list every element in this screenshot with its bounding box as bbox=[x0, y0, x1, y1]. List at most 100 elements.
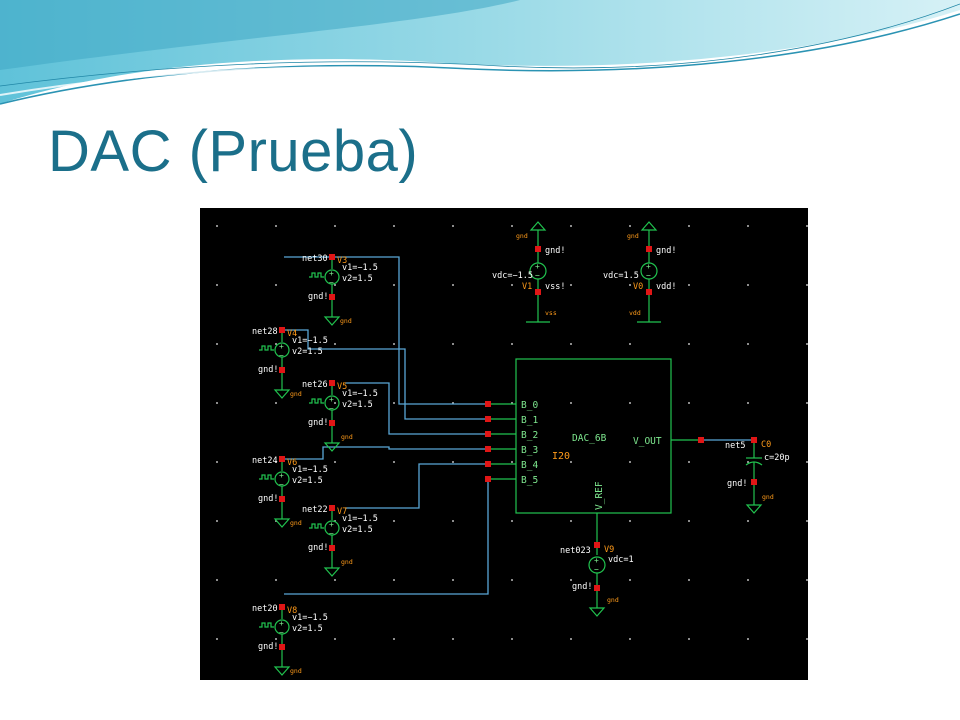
cap-gnd-label: gnd bbox=[762, 493, 774, 501]
pin bbox=[329, 254, 335, 260]
grid-dot bbox=[747, 461, 749, 463]
dac-input-label: B_2 bbox=[521, 430, 538, 441]
dac-input-label: B_3 bbox=[521, 445, 538, 456]
pulse-wave-icon bbox=[259, 622, 274, 628]
source-gnd-label: gnd bbox=[340, 317, 352, 325]
supply-top-label: gnd bbox=[627, 232, 639, 240]
source-instance-label: V7 bbox=[337, 507, 347, 517]
pin bbox=[279, 604, 285, 610]
pin bbox=[279, 327, 285, 333]
grid-dot bbox=[570, 461, 572, 463]
dac-output-pin-label: V_OUT bbox=[633, 436, 662, 447]
dac-name: DAC_6B bbox=[572, 433, 607, 444]
source-gnd-label: gnd bbox=[290, 667, 302, 675]
source-instance-label: V4 bbox=[287, 329, 297, 339]
source-v1-label: v1=−1.5 bbox=[292, 613, 328, 623]
grid-dot bbox=[334, 638, 336, 640]
dac-input-label: B_0 bbox=[521, 400, 538, 411]
grid-dot bbox=[275, 402, 277, 404]
source-v1-label: v1=−1.5 bbox=[292, 336, 328, 346]
grid-dot bbox=[393, 225, 395, 227]
grid-dot bbox=[216, 461, 218, 463]
grid-dot bbox=[688, 461, 690, 463]
reference-source-v9: net023 V9 vdc=1 + − gnd! gnd bbox=[560, 545, 634, 617]
grid-dot bbox=[747, 638, 749, 640]
cap-value-label: c=20p bbox=[764, 453, 790, 463]
cap-instance-label: C0 bbox=[761, 440, 771, 450]
grid-dot bbox=[393, 579, 395, 581]
grid-dot bbox=[570, 402, 572, 404]
supply-net-label: vdd! bbox=[656, 282, 676, 292]
source-instance-label: V3 bbox=[337, 256, 347, 266]
grid-dot bbox=[216, 402, 218, 404]
supply-instance-label: V1 bbox=[522, 282, 532, 292]
grid-dot bbox=[216, 520, 218, 522]
ref-instance-label: V9 bbox=[604, 545, 614, 555]
grid-dot bbox=[275, 579, 277, 581]
source-gnd-label: gnd bbox=[290, 390, 302, 398]
svg-text:+: + bbox=[329, 520, 334, 529]
grid-dot bbox=[511, 225, 513, 227]
supply-top-label: gnd bbox=[516, 232, 528, 240]
grid-dot bbox=[570, 579, 572, 581]
source-v2-label: v2=1.5 bbox=[342, 274, 373, 284]
grid-dot bbox=[511, 520, 513, 522]
dac-ref-pin-label: V_REF bbox=[594, 481, 605, 510]
source-gnd-net: gnd! bbox=[308, 418, 328, 428]
supply-top-net: gnd! bbox=[656, 246, 676, 256]
grid-dot bbox=[688, 343, 690, 345]
source-v1-label: v1=−1.5 bbox=[342, 514, 378, 524]
svg-text:+: + bbox=[279, 619, 284, 628]
source-gnd-net: gnd! bbox=[258, 494, 278, 504]
cap-net-label: net5 bbox=[725, 441, 745, 451]
dac-input-label: B_5 bbox=[521, 475, 538, 486]
grid-dot bbox=[629, 225, 631, 227]
pin bbox=[279, 456, 285, 462]
supply-bottom-label: vss bbox=[545, 309, 557, 317]
grid-dot bbox=[334, 402, 336, 404]
grid-dot bbox=[629, 579, 631, 581]
grid-dot bbox=[452, 579, 454, 581]
svg-text:+: + bbox=[329, 395, 334, 404]
svg-text:+: + bbox=[535, 262, 540, 271]
pulse-wave-icon bbox=[309, 272, 324, 278]
grid-dot bbox=[806, 579, 808, 581]
grid-dot bbox=[452, 284, 454, 286]
pin bbox=[329, 380, 335, 386]
grid-dot bbox=[216, 284, 218, 286]
grid-dot bbox=[747, 225, 749, 227]
source-net-label: net22 bbox=[302, 505, 328, 515]
source-v2-label: v2=1.5 bbox=[342, 525, 373, 535]
grid-dot bbox=[570, 343, 572, 345]
grid-dot bbox=[334, 225, 336, 227]
grid-dot bbox=[629, 343, 631, 345]
load-capacitor-c0: net5 C0 c=20p gnd! gnd bbox=[725, 437, 790, 514]
grid-dot bbox=[747, 284, 749, 286]
grid-dot bbox=[629, 520, 631, 522]
grid-dot bbox=[747, 402, 749, 404]
svg-text:+: + bbox=[646, 262, 651, 271]
svg-text:−: − bbox=[535, 271, 540, 280]
grid-dot bbox=[334, 461, 336, 463]
dac-body bbox=[515, 358, 672, 514]
grid-dot bbox=[570, 225, 572, 227]
grid-dot bbox=[511, 579, 513, 581]
grid-dot bbox=[452, 343, 454, 345]
blue-wires bbox=[284, 256, 489, 595]
grid-dot bbox=[216, 225, 218, 227]
source-gnd-label: gnd bbox=[341, 558, 353, 566]
ground-symbol bbox=[323, 567, 341, 577]
header-wave-decoration bbox=[0, 0, 960, 105]
dac-instance-label: I20 bbox=[552, 451, 570, 462]
svg-text:+: + bbox=[594, 556, 599, 565]
svg-text:−: − bbox=[279, 480, 284, 489]
pulse-wave-icon bbox=[259, 345, 274, 351]
dac-input-pin bbox=[485, 401, 491, 407]
grid-dot bbox=[511, 638, 513, 640]
source-v2-label: v2=1.5 bbox=[292, 347, 323, 357]
